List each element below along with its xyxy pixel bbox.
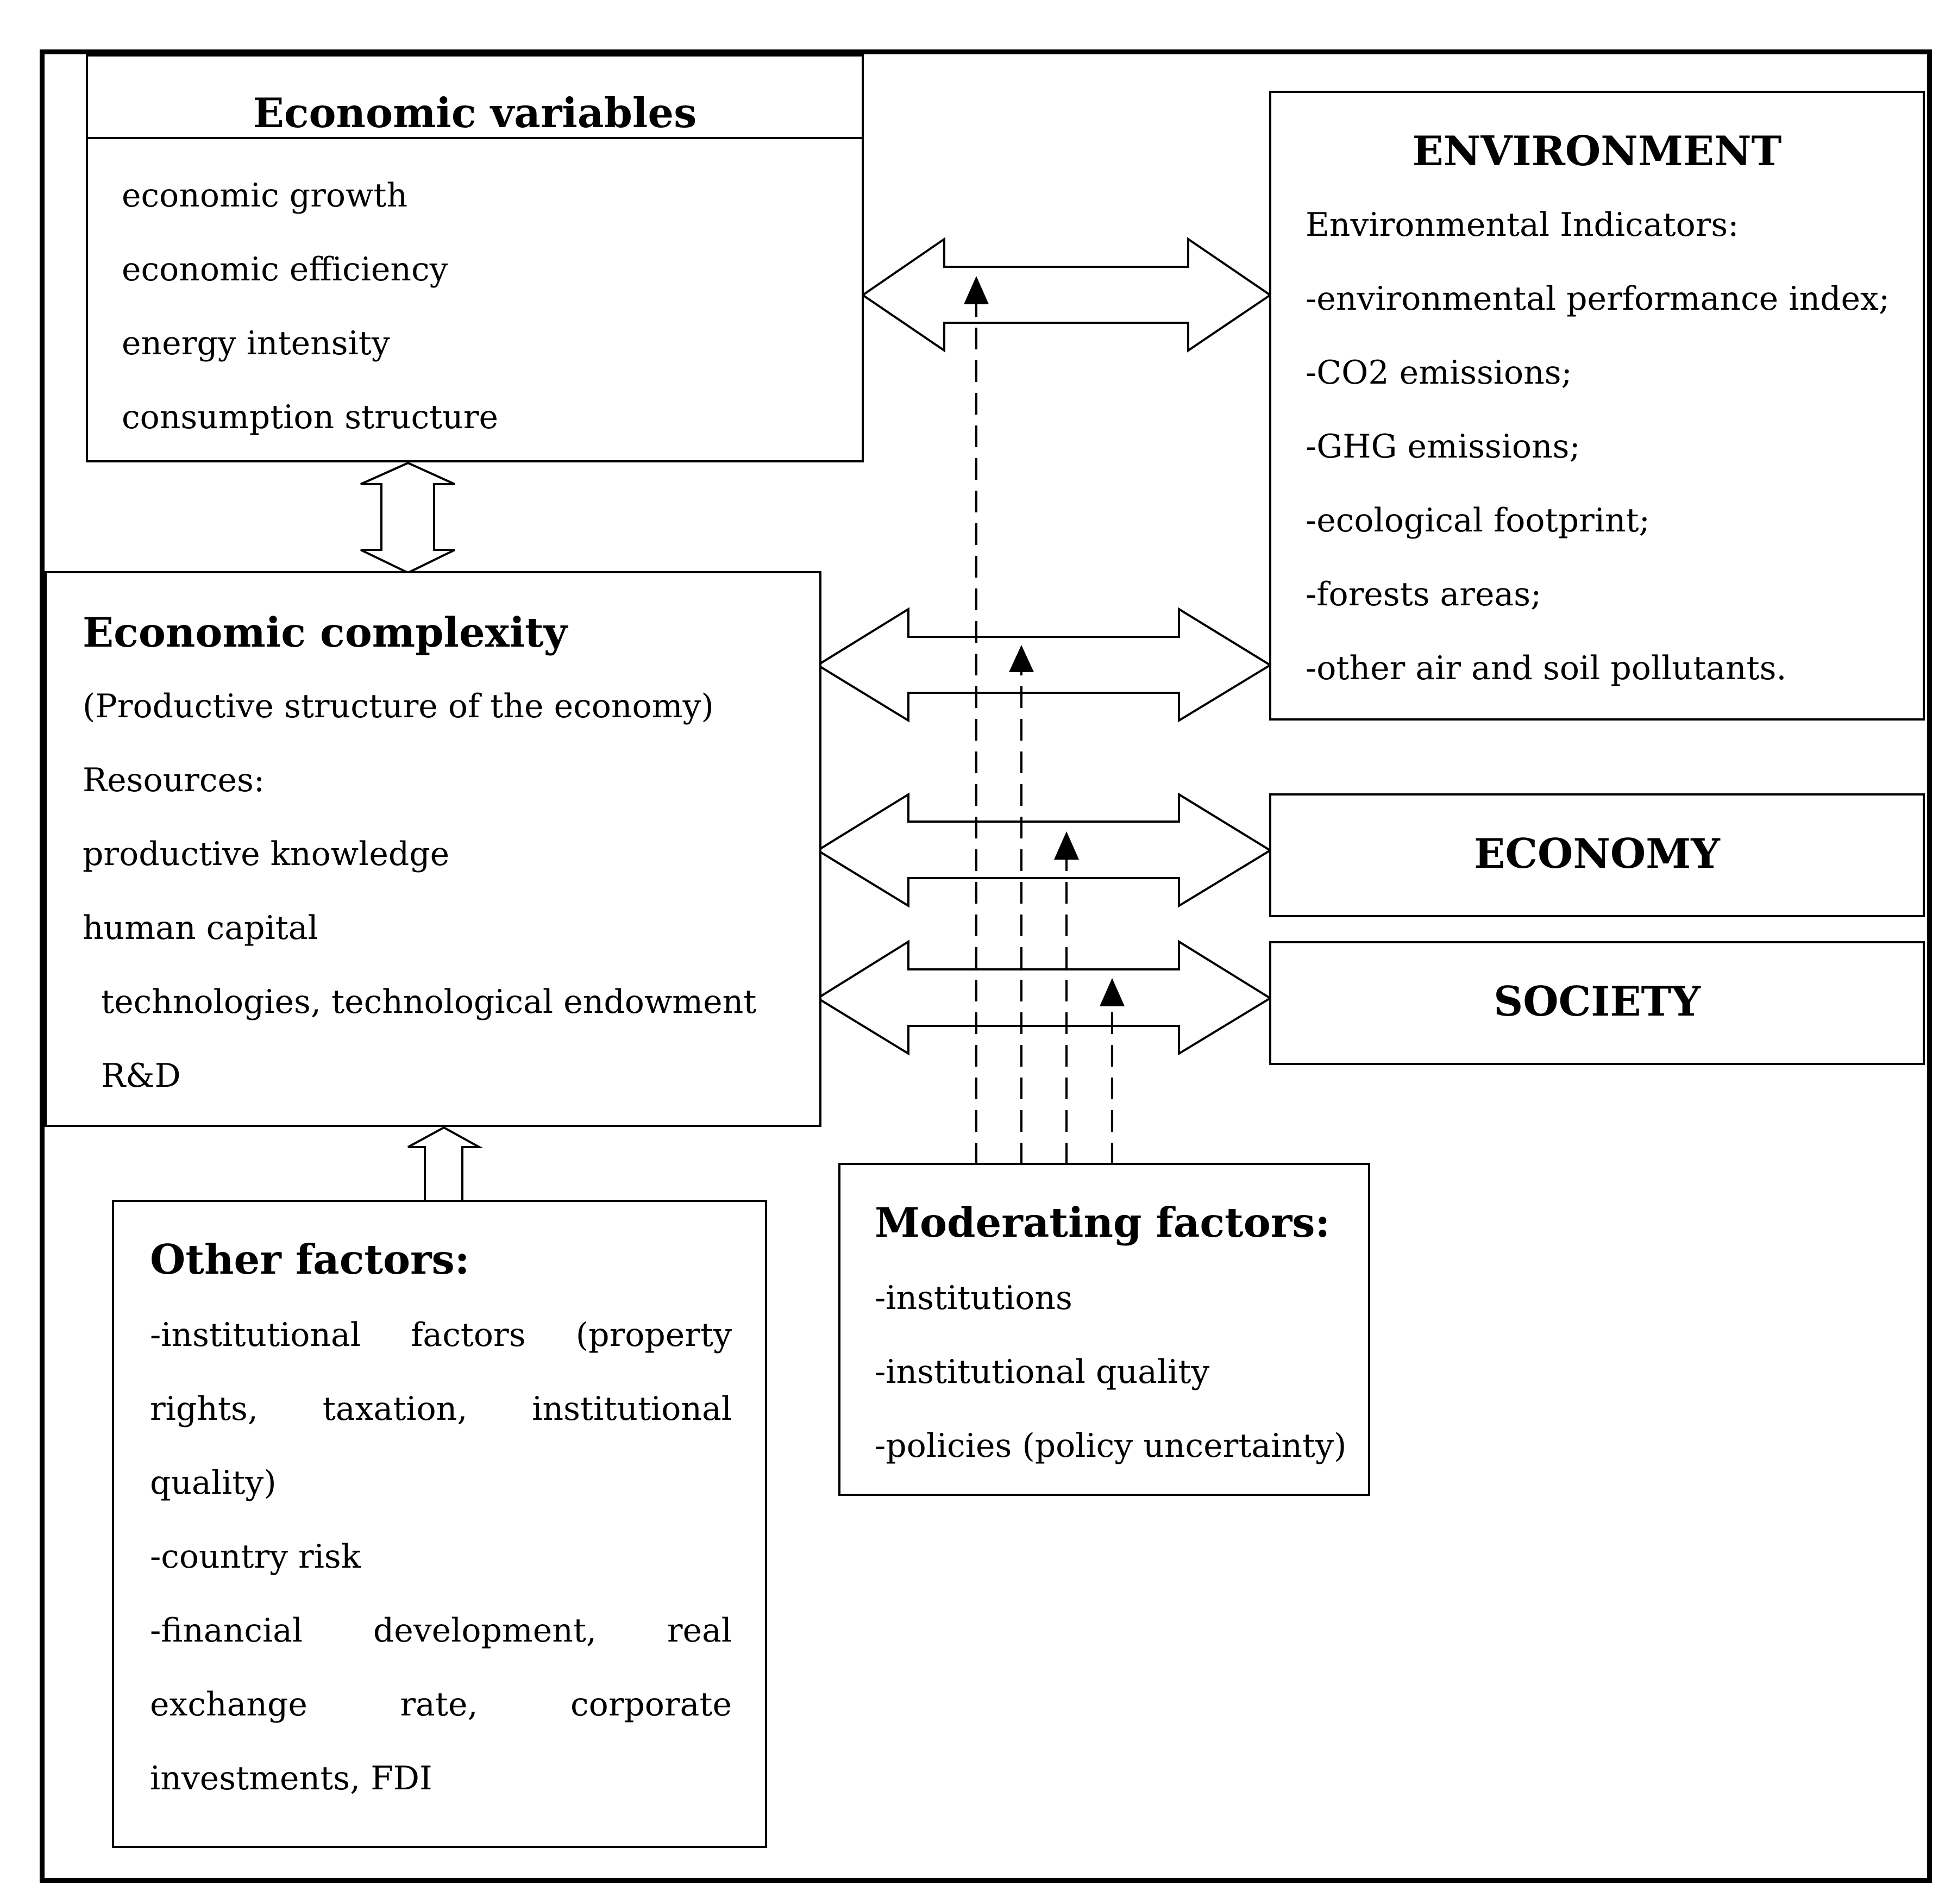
environment-box: ENVIRONMENT Environmental Indicators: -e…: [1269, 91, 1925, 721]
other-factors-line: -country risk: [150, 1538, 361, 1576]
econvar-item: economic efficiency: [122, 250, 448, 289]
moderating-factors-title: Moderating factors:: [875, 1199, 1331, 1247]
other-factors-line: quality): [150, 1464, 277, 1502]
society-title: SOCIETY: [1494, 978, 1701, 1025]
other-factors-word: -institutional: [150, 1316, 361, 1354]
arrowhead-1: [964, 276, 989, 304]
moderating-factors-box: Moderating factors: -institutions -insti…: [838, 1163, 1370, 1496]
other-factors-word: institutional: [532, 1390, 732, 1428]
complexity-item: R&D: [101, 1057, 181, 1095]
moderating-item: -policies (policy uncertainty): [875, 1427, 1347, 1465]
economic-complexity-title: Economic complexity: [83, 609, 568, 656]
arrowhead-4: [1100, 978, 1125, 1006]
environment-item: -environmental performance index;: [1306, 280, 1890, 318]
other-factors-line: -financial development, real: [150, 1614, 732, 1647]
other-factors-word: (property: [575, 1316, 732, 1354]
econvar-item: energy intensity: [122, 324, 390, 362]
double-arrow-complexity-society: [815, 940, 1272, 1056]
econvar-item: consumption structure: [122, 398, 499, 436]
economic-variables-title: Economic variables: [253, 89, 697, 137]
complexity-item: technologies, technological endowment: [101, 983, 757, 1021]
economy-box: ECONOMY: [1269, 793, 1925, 917]
other-factors-line: -institutional factors (property: [150, 1319, 732, 1351]
other-factors-title: Other factors:: [150, 1236, 470, 1283]
economic-variables-header: Economic variables: [88, 57, 862, 139]
other-factors-box: Other factors: -institutional factors (p…: [112, 1200, 767, 1848]
econvar-item: economic growth: [122, 177, 408, 215]
double-arrow-econvars-environment: [861, 237, 1272, 353]
other-factors-word: real: [667, 1612, 732, 1650]
other-factors-line: rights, taxation, institutional: [150, 1393, 732, 1425]
moderating-item: -institutional quality: [875, 1353, 1210, 1391]
double-arrow-econvars-complexity: [360, 461, 455, 574]
economic-variables-box: Economic variables economic growth econo…: [86, 54, 864, 462]
outer-frame: [40, 49, 1932, 1883]
other-factors-word: -financial: [150, 1612, 303, 1650]
other-factors-word: exchange: [150, 1686, 308, 1724]
complexity-item: productive knowledge: [83, 835, 450, 873]
complexity-item: Resources:: [83, 761, 265, 799]
complexity-item: (Productive structure of the economy): [83, 687, 714, 725]
double-arrow-complexity-environment: [815, 607, 1272, 723]
environment-title: ENVIRONMENT: [1412, 127, 1782, 175]
other-factors-line: investments, FDI: [150, 1759, 432, 1797]
up-arrow-otherfactors-complexity: [407, 1126, 484, 1202]
other-factors-word: factors: [411, 1316, 526, 1354]
moderating-item: -institutions: [875, 1279, 1072, 1317]
environment-item: -CO2 emissions;: [1306, 354, 1572, 392]
arrowhead-3: [1054, 831, 1079, 860]
other-factors-word: taxation,: [322, 1390, 468, 1428]
complexity-item: human capital: [83, 909, 318, 947]
environment-item: -forests areas;: [1306, 575, 1542, 613]
society-box: SOCIETY: [1269, 941, 1925, 1065]
environment-item: -GHG emissions;: [1306, 428, 1580, 466]
other-factors-word: corporate: [570, 1686, 732, 1724]
arrowhead-2: [1009, 645, 1034, 672]
environment-item: -other air and soil pollutants.: [1306, 649, 1787, 687]
economy-title: ECONOMY: [1474, 830, 1720, 878]
other-factors-word: development,: [373, 1612, 597, 1650]
environment-subtitle: Environmental Indicators:: [1306, 206, 1739, 244]
other-factors-line: exchange rate, corporate: [150, 1688, 732, 1721]
economic-complexity-box: Economic complexity (Productive structur…: [45, 571, 821, 1127]
double-arrow-complexity-economy: [815, 792, 1272, 908]
other-factors-word: rights,: [150, 1390, 258, 1428]
other-factors-word: rate,: [400, 1686, 478, 1724]
environment-item: -ecological footprint;: [1306, 502, 1650, 540]
